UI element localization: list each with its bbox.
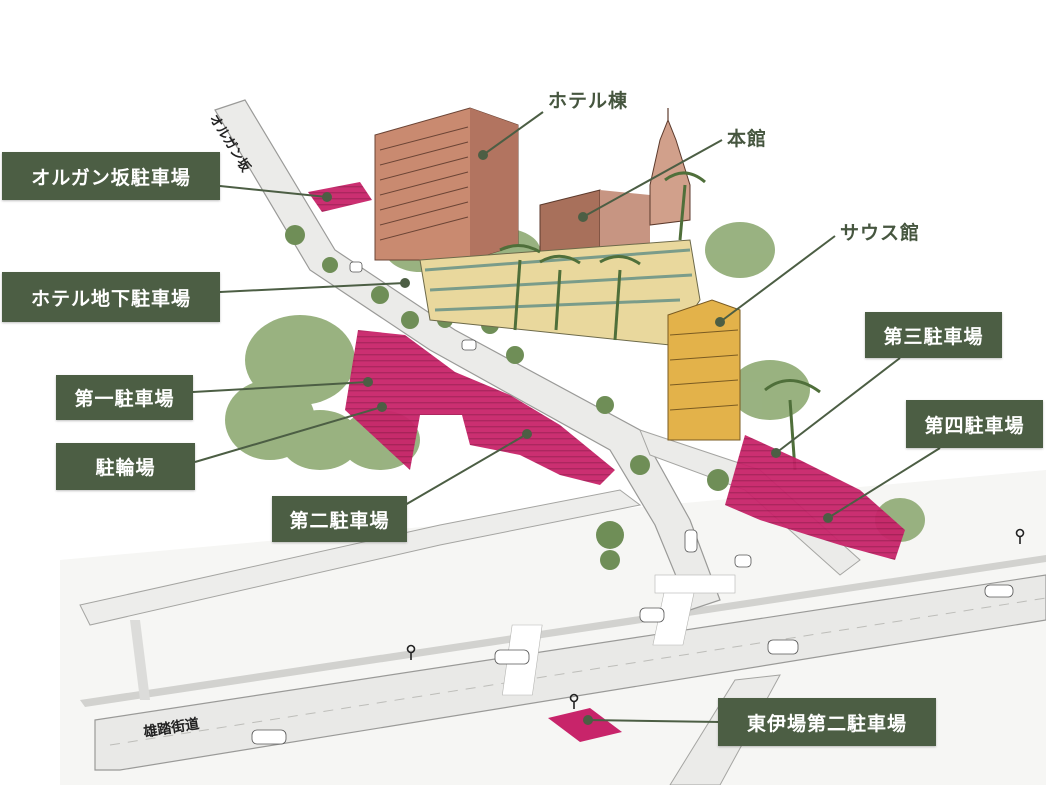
hotel-wing-label: ホテル棟 <box>548 90 629 112</box>
hotel-underground-parking-label[interactable]: ホテル地下駐車場 <box>2 272 220 322</box>
organ-zaka-parking-area <box>308 182 372 212</box>
main-building-structure <box>539 108 691 256</box>
main-building-label: 本館 <box>727 128 768 150</box>
side-road <box>79 489 642 626</box>
location-pin-icon <box>1015 528 1025 544</box>
lot-4-parking-label[interactable]: 第四駐車場 <box>906 400 1043 448</box>
location-pin-icon <box>406 644 416 660</box>
sidewalk <box>80 555 1046 707</box>
leader-dots <box>322 150 833 725</box>
lane-line <box>109 597 1046 746</box>
lot-3-and-4-parking-area <box>725 435 905 560</box>
lot-1-parking-label[interactable]: 第一駐車場 <box>56 375 193 420</box>
bicycle-parking-label[interactable]: 駐輪場 <box>56 443 195 490</box>
cars <box>251 261 1014 745</box>
south-building-structure <box>667 299 741 441</box>
street-trees <box>285 225 729 570</box>
leader-lines <box>192 111 941 723</box>
hotel-wing-building <box>374 107 519 261</box>
lot-2-parking-label[interactable]: 第二駐車場 <box>272 496 407 542</box>
side-road-curb <box>130 620 150 700</box>
higashi-iba-parking-area <box>548 708 622 742</box>
organ-zaka-parking-label[interactable]: オルガン坂駐車場 <box>2 152 220 200</box>
main-street <box>94 574 1046 771</box>
higashi-iba-2-parking-label[interactable]: 東伊場第二駐車場 <box>718 698 936 746</box>
lot-1-and-2-parking-area <box>345 330 615 485</box>
lot-3-parking-label[interactable]: 第三駐車場 <box>865 312 1002 358</box>
south-building-label: サウス館 <box>840 222 921 244</box>
organ-zaka-road <box>214 99 721 611</box>
location-pin-icon <box>569 693 579 709</box>
